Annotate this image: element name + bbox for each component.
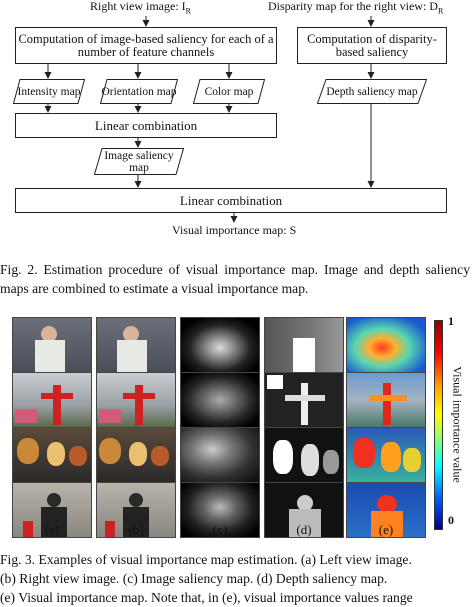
row2-visual-importance-map (346, 372, 426, 428)
disparity-saliency-box: Computation of disparity-based saliency (297, 27, 447, 64)
colorbar (434, 320, 443, 530)
column-label-b: (b) (128, 522, 144, 537)
row3-visual-importance-map (346, 427, 426, 483)
row1-left-view-image (12, 317, 92, 373)
fig3-caption-line-2: (b) Right view image. (c) Image saliency… (0, 571, 388, 586)
image-saliency-map-node: Image saliency map (94, 148, 184, 175)
colorbar-max-label: 1 (448, 314, 454, 328)
colorbar-axis-label: Visual importance value (450, 366, 465, 483)
intensity-map-node: Intensity map (13, 79, 85, 104)
row1-depth-saliency-map (264, 317, 344, 373)
row4-right-view-image (96, 482, 176, 538)
row2-right-view-image (96, 372, 176, 428)
row4-depth-saliency-map (264, 482, 344, 538)
row3-image-saliency-map (180, 427, 260, 483)
row1-right-view-image (96, 317, 176, 373)
linear-combination-box-1: Linear combination (15, 113, 277, 138)
depth-saliency-map-node: Depth saliency map (317, 79, 427, 104)
visual-importance-map-label: Visual importance map: S (172, 223, 297, 237)
row1-visual-importance-map (346, 317, 426, 373)
row4-left-view-image (12, 482, 92, 538)
column-label-d: (d) (296, 522, 312, 537)
linear-combination-box-2: Linear combination (15, 188, 447, 213)
orientation-map-node: Orientation map (100, 79, 178, 104)
row4-image-saliency-map (180, 482, 260, 538)
disparity-map-label: Disparity map for the right view: DR (268, 0, 444, 16)
column-label-a: (a) (44, 522, 60, 537)
column-label-c: (c) (212, 522, 228, 537)
diagram-connectors (44, 16, 375, 223)
column-label-e: (e) (378, 522, 394, 537)
row3-right-view-image (96, 427, 176, 483)
row2-depth-saliency-map (264, 372, 344, 428)
right-view-image-label: Right view image: IR (90, 0, 191, 16)
row2-left-view-image (12, 372, 92, 428)
row3-left-view-image (12, 427, 92, 483)
feature-saliency-box: Computation of image-based saliency for … (15, 27, 277, 64)
row3-depth-saliency-map (264, 427, 344, 483)
fig2-caption: Fig. 2. Estimation procedure of visual i… (0, 262, 470, 296)
color-map-node: Color map (193, 79, 265, 104)
fig3-caption-line-1: Fig. 3. Examples of visual importance ma… (0, 552, 412, 567)
row4-visual-importance-map (346, 482, 426, 538)
row1-image-saliency-map (180, 317, 260, 373)
row2-image-saliency-map (180, 372, 260, 428)
colorbar-min-label: 0 (448, 513, 454, 527)
fig3-caption-line-3: (e) Visual importance map. Note that, in… (0, 590, 413, 605)
